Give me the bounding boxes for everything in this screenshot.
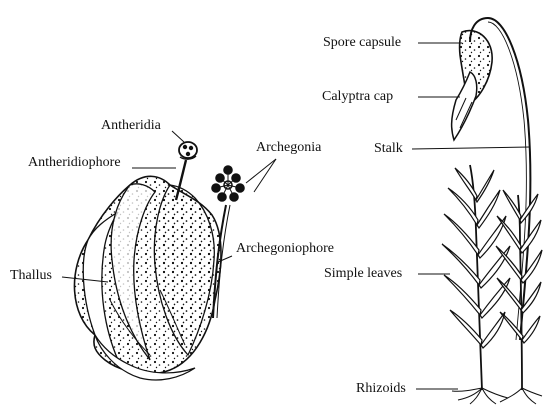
label-spore-capsule: Spore capsule xyxy=(323,35,401,51)
label-stalk: Stalk xyxy=(374,141,403,157)
archegonia-head xyxy=(212,166,244,201)
moss-drawing xyxy=(442,18,542,404)
label-archegonia: Archegonia xyxy=(256,140,321,156)
leafy-shoot-left xyxy=(442,165,510,390)
label-antheridiophore: Antheridiophore xyxy=(28,155,121,171)
label-thallus: Thallus xyxy=(10,268,52,284)
rhizoids-shape xyxy=(452,388,542,404)
antheridia-disc xyxy=(179,142,197,159)
label-rhizoids: Rhizoids xyxy=(356,381,406,397)
liverwort-drawing xyxy=(74,142,244,380)
label-calyptra-cap: Calyptra cap xyxy=(322,89,393,105)
label-simple-leaves: Simple leaves xyxy=(324,266,402,282)
label-archegoniophore: Archegoniophore xyxy=(236,241,334,257)
label-antheridia: Antheridia xyxy=(101,118,161,134)
